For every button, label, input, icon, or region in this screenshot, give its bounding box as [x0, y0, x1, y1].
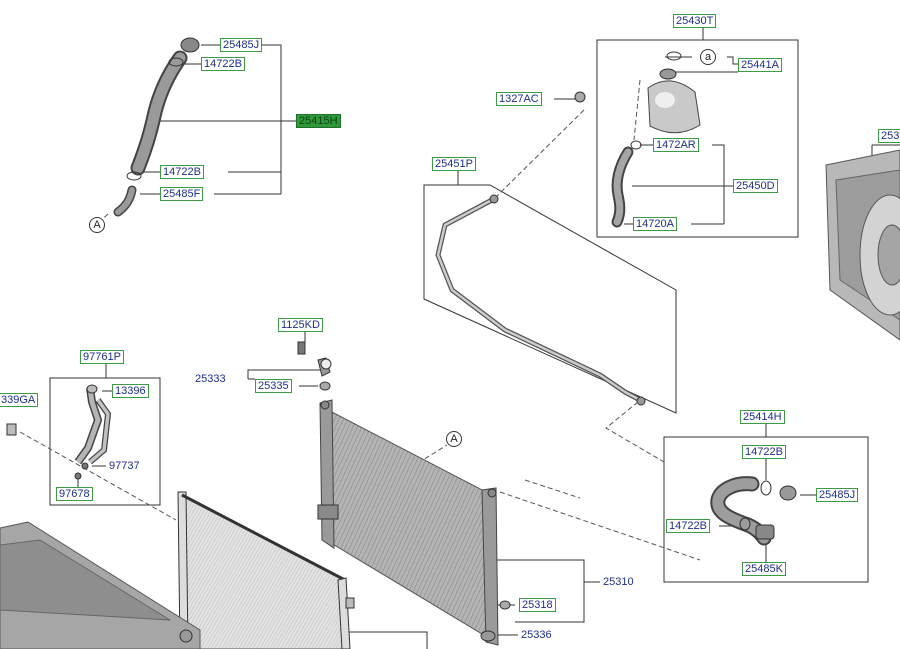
label-97737[interactable]: 97737 [109, 460, 140, 472]
fan-shroud [825, 149, 900, 341]
label-25318[interactable]: 25318 [519, 598, 556, 612]
label-1125KD[interactable]: 1125KD [278, 318, 323, 332]
label-13396[interactable]: 13396 [112, 384, 149, 398]
lower-shroud [0, 521, 201, 649]
label-339GA-partial[interactable]: 339GA [0, 393, 39, 407]
reservoir-tank [574, 51, 701, 228]
label-25415H-highlighted[interactable]: 25415H [296, 114, 341, 128]
label-25310[interactable]: 25310 [603, 576, 634, 588]
hose-25414H [710, 476, 797, 546]
label-1472AR[interactable]: 1472AR [653, 138, 699, 152]
callout-a-reservoir: a [700, 49, 716, 65]
callout-a-left: A [89, 217, 105, 233]
label-25335[interactable]: 25335 [255, 379, 292, 393]
label-14722B[interactable]: 14722B [160, 165, 204, 179]
label-253-partial[interactable]: 253 [878, 129, 900, 143]
hose-25415H [113, 37, 200, 217]
label-25485J[interactable]: 25485J [816, 488, 859, 502]
label-25430T[interactable]: 25430T [673, 14, 717, 28]
condenser [177, 491, 355, 649]
label-25333[interactable]: 25333 [195, 373, 226, 385]
label-25485F[interactable]: 25485F [160, 187, 204, 201]
radiator [297, 341, 511, 646]
label-25485K[interactable]: 25485K [742, 562, 786, 576]
label-14722B[interactable]: 14722B [666, 519, 710, 533]
label-97761P[interactable]: 97761P [80, 350, 124, 364]
label-25450D[interactable]: 25450D [733, 179, 778, 193]
bracket-97761P [6, 384, 112, 480]
label-97678[interactable]: 97678 [56, 487, 93, 501]
label-25451P[interactable]: 25451P [432, 157, 476, 171]
callout-a-center: A [446, 431, 462, 447]
label-25336[interactable]: 25336 [521, 629, 552, 641]
leader-lines [49, 28, 900, 649]
label-25441A[interactable]: 25441A [738, 58, 782, 72]
pipe-25451P [435, 194, 646, 406]
label-14722B[interactable]: 14722B [742, 445, 786, 459]
label-14720A[interactable]: 14720A [633, 217, 677, 231]
label-25485J[interactable]: 25485J [220, 38, 263, 52]
label-25414H[interactable]: 25414H [740, 410, 785, 424]
label-14722B[interactable]: 14722B [201, 57, 245, 71]
label-1327AC[interactable]: 1327AC [496, 92, 542, 106]
